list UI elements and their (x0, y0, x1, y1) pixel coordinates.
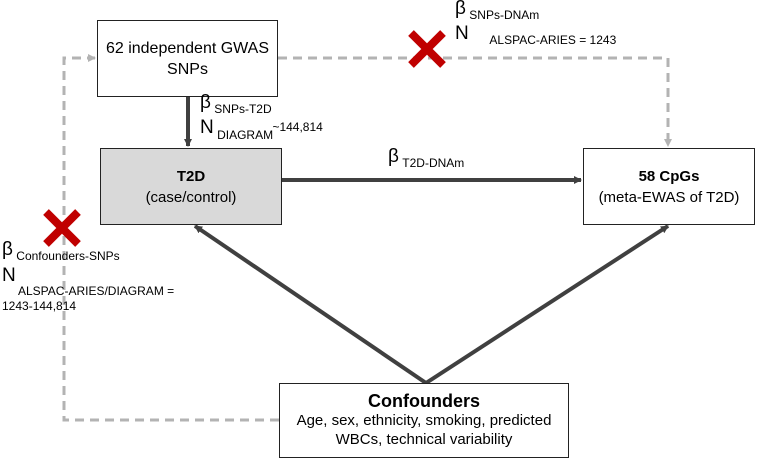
arrow-gwas-to-cpgs (278, 56, 672, 147)
beta-symbol: β (200, 92, 211, 113)
n-symbol: N (200, 117, 214, 138)
t2d-box: T2D (case/control) (100, 148, 282, 225)
n-value: 1243-144,814 (2, 299, 77, 313)
label-n-confounders-snps: N (2, 266, 16, 285)
t2d-box-title: T2D (176, 167, 206, 185)
n-subscript: ALSPAC-ARIES = 1243 (489, 33, 617, 47)
beta-subscript: Confounders-SNPs (16, 249, 120, 263)
n-subscript: ALSPAC-ARIES/DIAGRAM = (18, 284, 175, 298)
n-value: ~144,814 (272, 120, 323, 134)
label-n-subscript-confounders-snps: ALSPAC-ARIES/DIAGRAM = (18, 284, 174, 298)
n-symbol: N (455, 23, 469, 44)
confounders-box-title: Confounders (368, 391, 480, 411)
cpgs-box-title: 58 CpGs (638, 167, 700, 185)
beta-symbol: β (388, 146, 399, 167)
beta-subscript: SNPs-DNAm (469, 8, 540, 22)
n-symbol: N (2, 265, 16, 286)
arrow-confounders-to-cpgs (424, 224, 670, 385)
cpgs-box-subtitle: (meta-EWAS of T2D) (598, 188, 740, 206)
label-n-snps-dnam: N ALSPAC-ARIES = 1243 (455, 24, 616, 47)
beta-symbol: β (455, 0, 466, 19)
gwas-snps-box: 62 independent GWAS SNPs (97, 20, 278, 97)
arrow-confounders-to-gwas (62, 54, 279, 422)
n-subscript: DIAGRAM (217, 128, 274, 142)
red-cross-icon (43, 209, 81, 247)
label-beta-snps-dnam: β SNPs-DNAm (455, 0, 539, 22)
cpgs-box: 58 CpGs (meta-EWAS of T2D) (583, 148, 755, 225)
confounders-box-line1: Age, sex, ethnicity, smoking, predicted (296, 412, 552, 429)
label-beta-snps-t2d: β SNPs-T2D (200, 93, 272, 116)
t2d-box-subtitle: (case/control) (145, 188, 237, 206)
gwas-box-line1: 62 independent GWAS (105, 39, 270, 57)
label-n-value-confounders-snps: 1243-144,814 (2, 299, 76, 313)
arrow-confounders-to-t2d (193, 224, 428, 385)
confounders-box-line2: WBCs, technical variability (335, 431, 513, 448)
label-n-snps-t2d: N DIAGRAM ~144,814 (200, 118, 327, 142)
beta-subscript: SNPs-T2D (214, 102, 272, 116)
red-cross-icon (408, 30, 446, 68)
confounders-box: Confounders Age, sex, ethnicity, smoking… (279, 383, 569, 458)
label-beta-t2d-dnam: β T2D-DNAm (388, 147, 464, 170)
beta-symbol: β (2, 239, 13, 260)
gwas-box-line2: SNPs (167, 60, 208, 78)
label-beta-confounders-snps: β Confounders-SNPs (2, 240, 120, 263)
beta-subscript: T2D-DNAm (402, 156, 465, 170)
